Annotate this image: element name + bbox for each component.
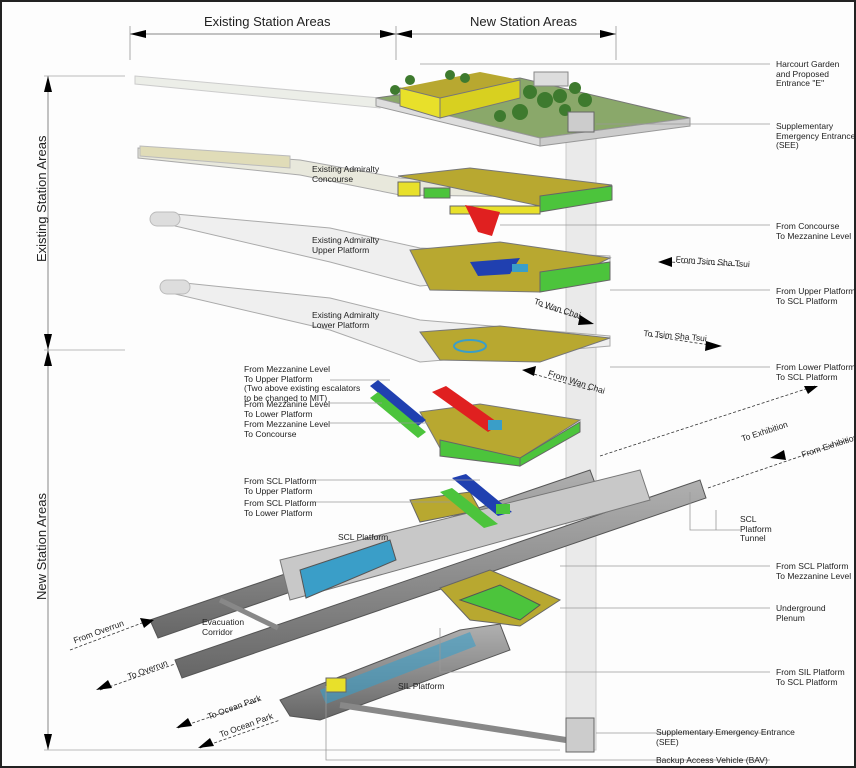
label-concourse: Existing Admiralty Concourse xyxy=(312,164,380,184)
top-dimension-lines xyxy=(129,26,617,60)
callout-harcourt-garden: Harcourt Garden and Proposed Entrance "E… xyxy=(776,59,840,88)
header-existing-station-areas: Existing Station Areas xyxy=(204,14,331,29)
side-header-existing: Existing Station Areas xyxy=(34,135,49,262)
concourse-level xyxy=(137,145,613,236)
callout-see-top: Supplementary Emergency Entrance (SEE) xyxy=(776,121,856,150)
callout-mezz-to-upper: From Mezzanine Level To Upper Platform (… xyxy=(244,364,361,403)
mezzanine-level xyxy=(370,380,582,467)
callout-leaders xyxy=(313,63,770,761)
callout-mezz-to-concourse: From Mezzanine Level To Concourse xyxy=(244,419,330,439)
label-evacuation-corridor: Evacuation Corridor xyxy=(202,617,245,637)
callout-concourse-to-mezzanine: From Concourse To Mezzanine Level xyxy=(776,221,852,241)
callout-sil-to-scl: From SIL Platform To SCL Platform xyxy=(776,667,845,687)
callout-underground-plenum: Underground Plenum xyxy=(776,603,826,623)
label-scl-platform: SCL Platform xyxy=(338,532,389,542)
scl-tunnels xyxy=(149,469,707,679)
lower-platform-level xyxy=(159,279,611,363)
callout-bav: Backup Access Vehicle (BAV) xyxy=(656,755,768,765)
callout-scl-to-upper: From SCL Platform To Upper Platform xyxy=(244,476,317,496)
direction-arrowheads xyxy=(96,257,818,748)
callout-see-bottom: Supplementary Emergency Entrance (SEE) xyxy=(656,727,795,747)
callout-scl-to-lower: From SCL Platform To Lower Platform xyxy=(244,498,317,518)
callout-scl-platform-tunnel: SCL Platform Tunnel xyxy=(740,514,772,543)
side-dimension-lines xyxy=(44,75,560,751)
header-new-station-areas: New Station Areas xyxy=(470,14,577,29)
callout-upper-to-scl: From Upper Platform To SCL Platform xyxy=(776,286,856,306)
upper-platform-level xyxy=(149,211,612,293)
label-lower-platform: Existing Admiralty Lower Platform xyxy=(312,310,380,330)
harcourt-garden xyxy=(134,70,691,147)
callout-mezz-to-lower: From Mezzanine Level To Lower Platform xyxy=(244,399,330,419)
direction-lines xyxy=(69,261,849,749)
side-header-new: New Station Areas xyxy=(34,493,49,600)
callout-lower-to-scl: From Lower Platform To SCL Platform xyxy=(776,362,856,382)
callout-scl-to-mezzanine: From SCL Platform To Mezzanine Level xyxy=(776,561,852,581)
label-upper-platform: Existing Admiralty Upper Platform xyxy=(312,235,380,255)
sil-tunnels xyxy=(279,623,595,753)
label-sil-platform: SIL Platform xyxy=(398,681,445,691)
underground-plenum xyxy=(439,569,562,627)
